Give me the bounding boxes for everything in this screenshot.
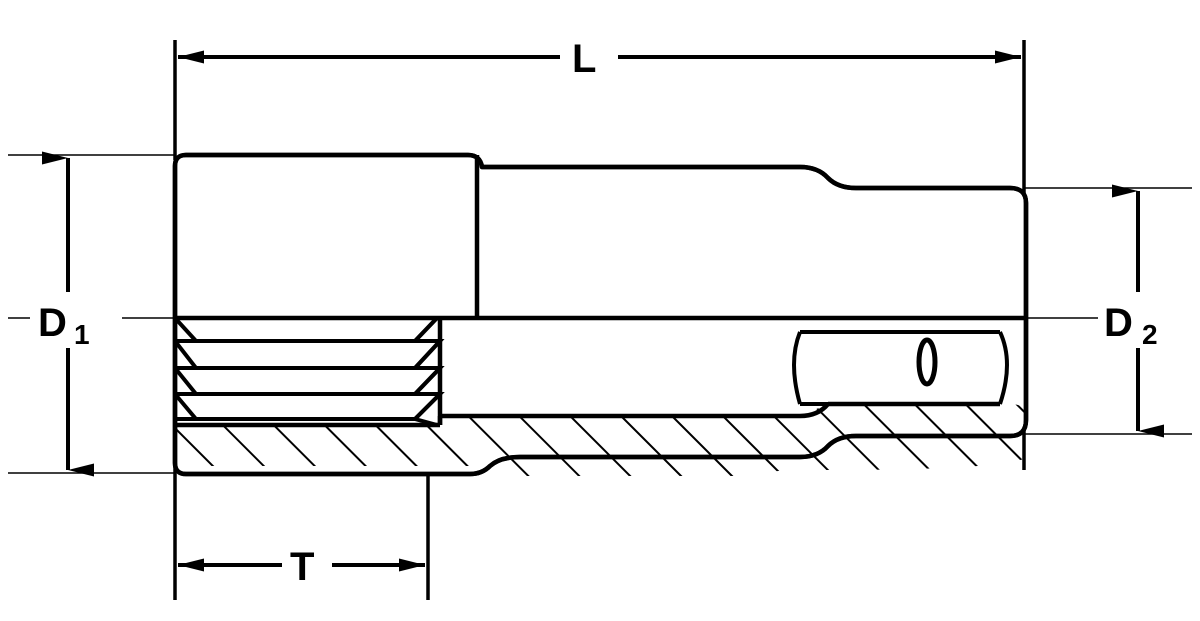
socket-body-group: [8, 40, 1192, 600]
dimension-L-label-bg: [560, 30, 618, 84]
dimension-D1-label-bg: [30, 292, 122, 348]
dimension-D2: D 2: [1098, 184, 1194, 438]
dimension-T: T: [178, 538, 425, 592]
wall-step-d: [799, 402, 830, 419]
socket-outer-profile-overlay: [172, 152, 1029, 477]
dimension-D1: D 1: [30, 151, 122, 477]
dimension-label-L: L: [572, 37, 596, 81]
dimension-label-D2-subscript: 2: [1142, 319, 1158, 350]
detent-ball-hole-icon: [916, 337, 938, 387]
dimension-T-label-bg: [282, 538, 332, 592]
dimension-label-D1-subscript: 1: [74, 319, 90, 350]
dimension-D2-label-bg: [1098, 292, 1194, 348]
dimension-label-D2: D: [1104, 301, 1133, 345]
lower-wall-outline: [175, 401, 1000, 428]
dimension-label-D1: D: [38, 301, 67, 345]
drive-cavity-right-arc: [998, 331, 1009, 405]
dimension-label-T: T: [290, 545, 314, 589]
drive-cavity-left-arc: [792, 331, 802, 405]
dimension-L: L: [178, 30, 1021, 84]
profile-step-risers: [437, 155, 480, 425]
